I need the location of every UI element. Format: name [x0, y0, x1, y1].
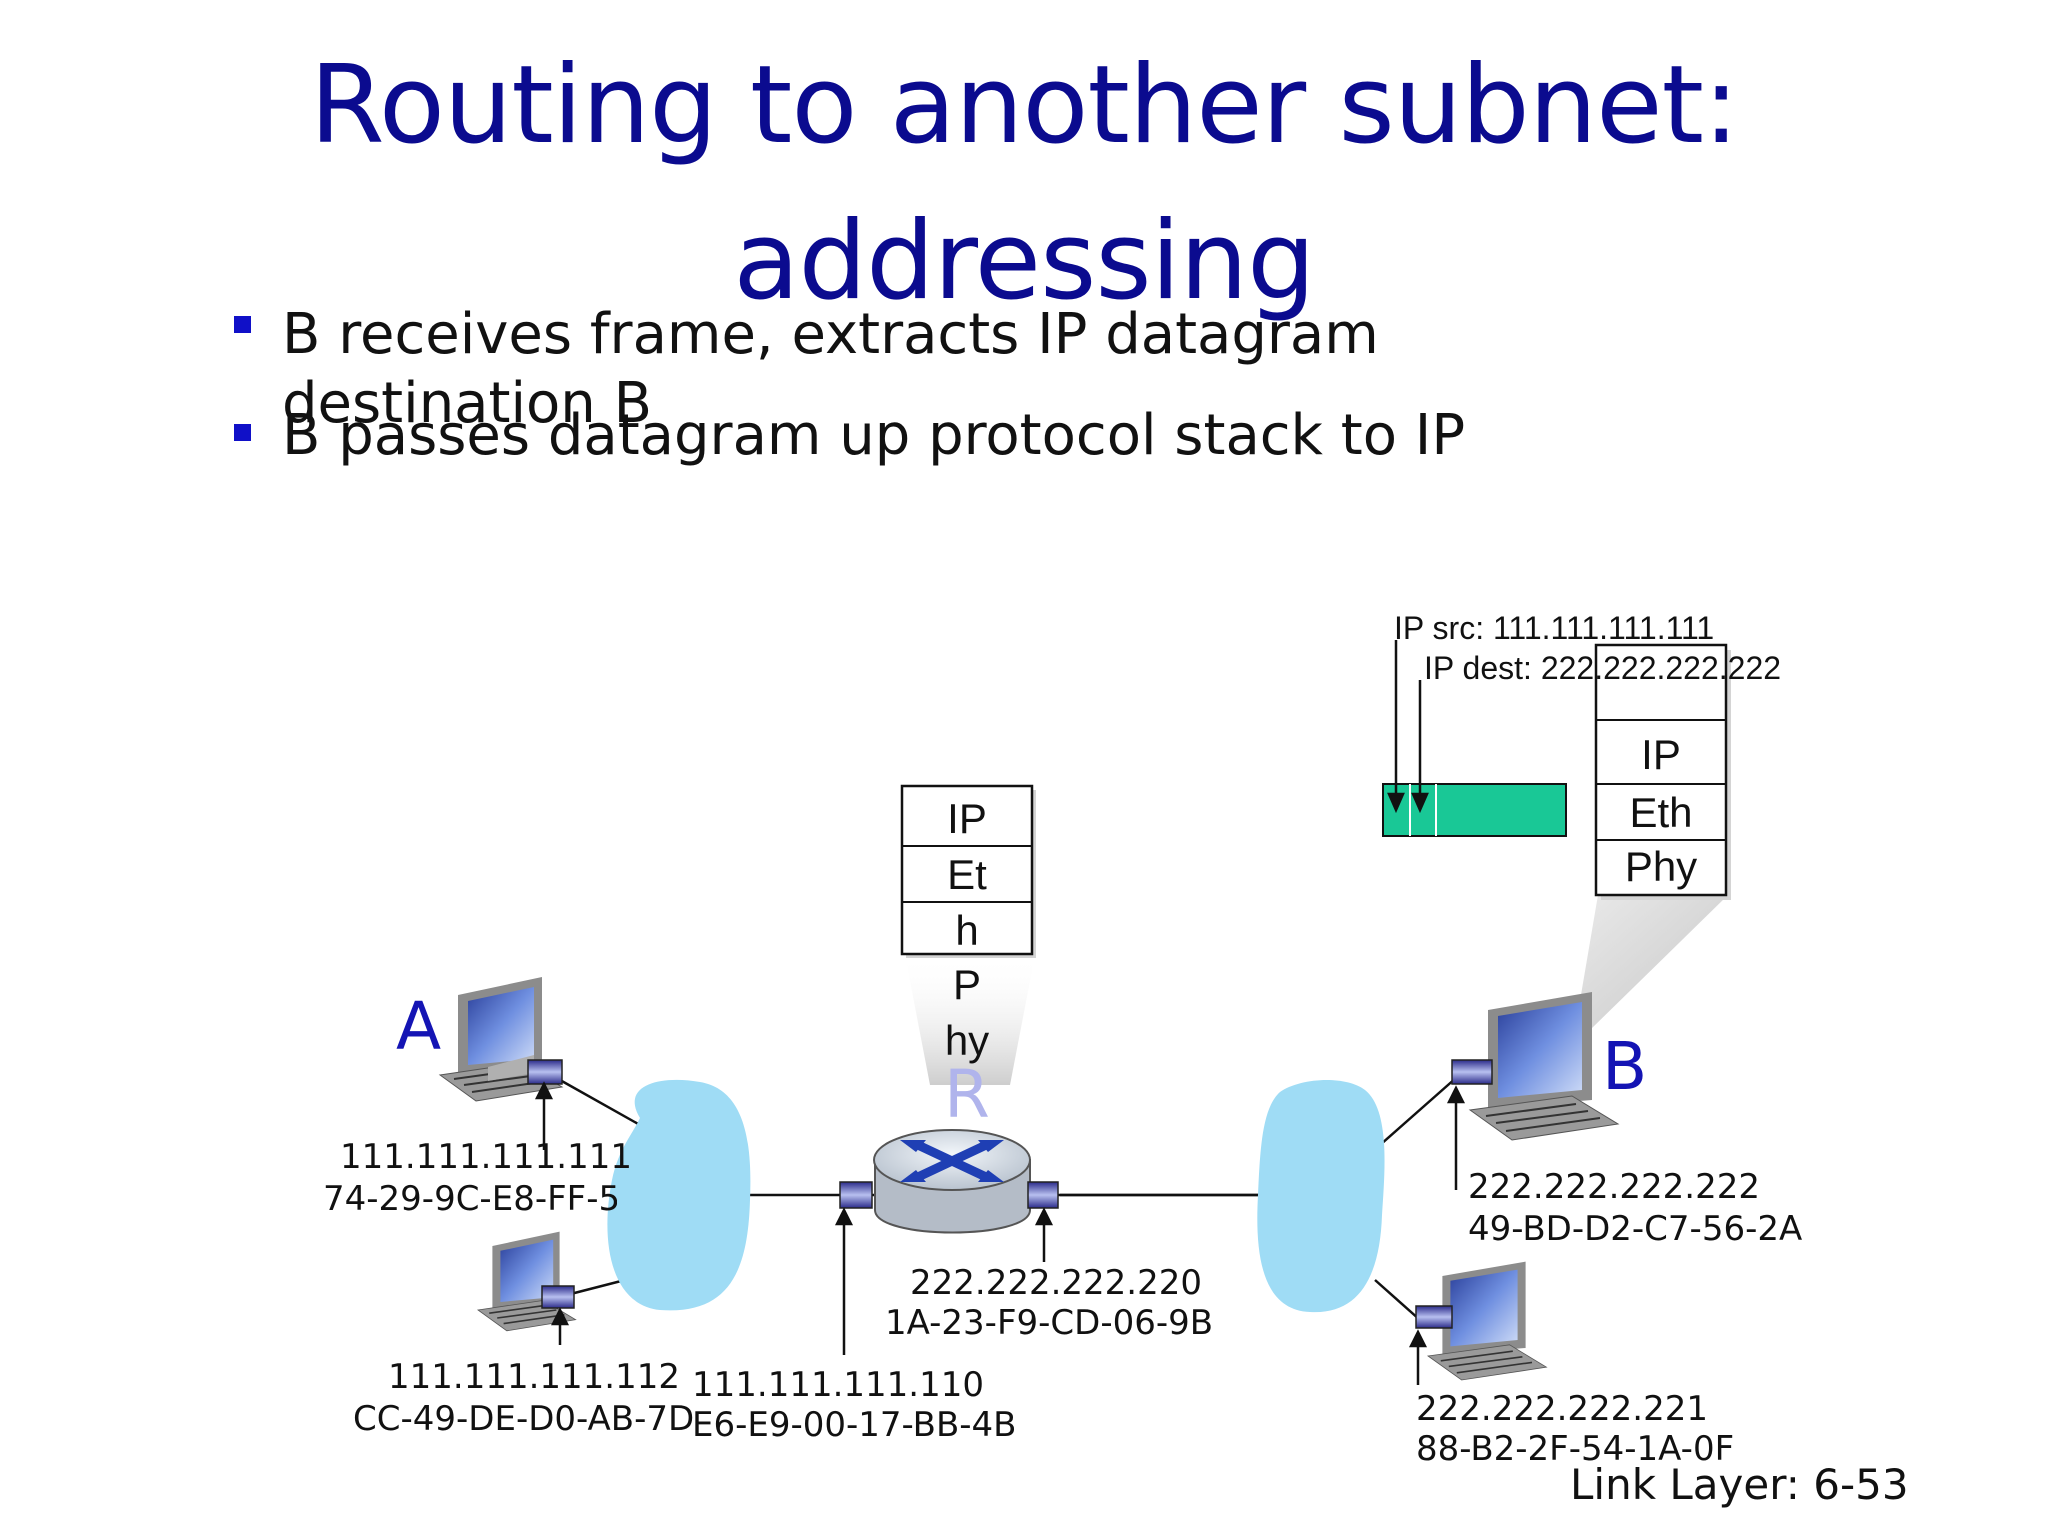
host-b-label: B — [1602, 1028, 1648, 1105]
slide-title-line2: addressing — [733, 199, 1315, 324]
host-b-mac: 49-BD-D2-C7-56-2A — [1468, 1209, 1803, 1249]
bullet-text-1: B receives frame, extracts IP datagram d… — [282, 302, 1379, 436]
host-b-interface — [1451, 1059, 1493, 1085]
router-right-mac: 1A-23-F9-CD-06-9B — [885, 1303, 1214, 1343]
arrow-host-a2 — [550, 1307, 570, 1326]
router-label: R — [944, 1056, 990, 1133]
router-left-ip: 111.111.111.110 — [692, 1365, 985, 1405]
router-stack-eth-part1: Et — [947, 851, 987, 898]
host-a-label: A — [396, 988, 442, 1065]
host-a-computer — [438, 977, 564, 1102]
router-stack-phy-part2: hy — [944, 1017, 990, 1064]
host-b-computer — [1468, 992, 1620, 1141]
host-b-stack-phy: Phy — [1624, 843, 1698, 890]
host-a2-ip: 111.111.111.112 — [388, 1357, 681, 1397]
link-a-switch — [559, 1078, 641, 1127]
subnet-cloud-right — [1257, 1080, 1385, 1313]
host-a-ip: 111.111.111.111 — [340, 1137, 633, 1177]
bullet-marker-1 — [234, 316, 251, 333]
arrow-ip-dest — [1411, 792, 1429, 814]
link-switch-b2 — [1374, 1279, 1421, 1321]
host-b2-computer — [1426, 1261, 1548, 1381]
router-stack-ip: IP — [947, 795, 987, 842]
router-interface-right — [1027, 1181, 1059, 1209]
router-stack-phy-part1: P — [952, 961, 981, 1008]
ip-dest-label: IP dest: 222.222.222.222 — [1424, 650, 1782, 686]
ip-src-label: IP src: 111.111.111.111 — [1394, 610, 1715, 646]
router-interface-left — [839, 1181, 873, 1209]
host-b-stack-eth: Eth — [1629, 789, 1693, 836]
router-right-ip: 222.222.222.220 — [910, 1263, 1203, 1303]
host-b2-ip: 222.222.222.221 — [1416, 1389, 1709, 1429]
router-left-mac: E6-E9-00-17-BB-4B — [692, 1405, 1017, 1445]
arrow-router-right — [1034, 1207, 1054, 1226]
host-a-mac: 74-29-9C-E8-FF-55 — [323, 1182, 617, 1216]
bullet-marker-2 — [234, 424, 251, 441]
bullet-text-2: B passes datagram up protocol stack to I… — [282, 403, 1466, 468]
arrow-ip-src — [1387, 792, 1405, 814]
arrow-host-b — [1446, 1085, 1466, 1104]
router-stack-box — [900, 784, 1036, 958]
slide-footer: Link Layer: 6-53 — [1570, 1460, 1909, 1509]
router-icon — [873, 1129, 1031, 1234]
arrow-router-left — [834, 1207, 854, 1226]
host-b2-interface — [1415, 1305, 1453, 1329]
host-a2-interface — [541, 1285, 575, 1309]
subnet-cloud-left — [607, 1079, 751, 1311]
host-b2-mac: 88-B2-2F-54-1A-0F — [1416, 1429, 1735, 1469]
ip-datagram — [1382, 783, 1567, 837]
host-b-stack-box — [1594, 643, 1731, 900]
host-b-stack-callout — [1575, 895, 1728, 1030]
host-a-interface — [527, 1059, 563, 1085]
router-stack-eth-part2: h — [955, 907, 979, 954]
slide-title-line1: Routing to another subnet: — [309, 43, 1740, 168]
host-b-ip: 222.222.222.222 — [1468, 1167, 1761, 1207]
router-stack-callout — [905, 955, 1035, 1085]
host-b-stack-ip: IP — [1641, 731, 1681, 778]
arrow-host-b2 — [1408, 1329, 1428, 1348]
link-switch-b — [1379, 1069, 1466, 1146]
host-a2-mac: CC-49-DE-D0-AB-7D — [353, 1399, 695, 1439]
